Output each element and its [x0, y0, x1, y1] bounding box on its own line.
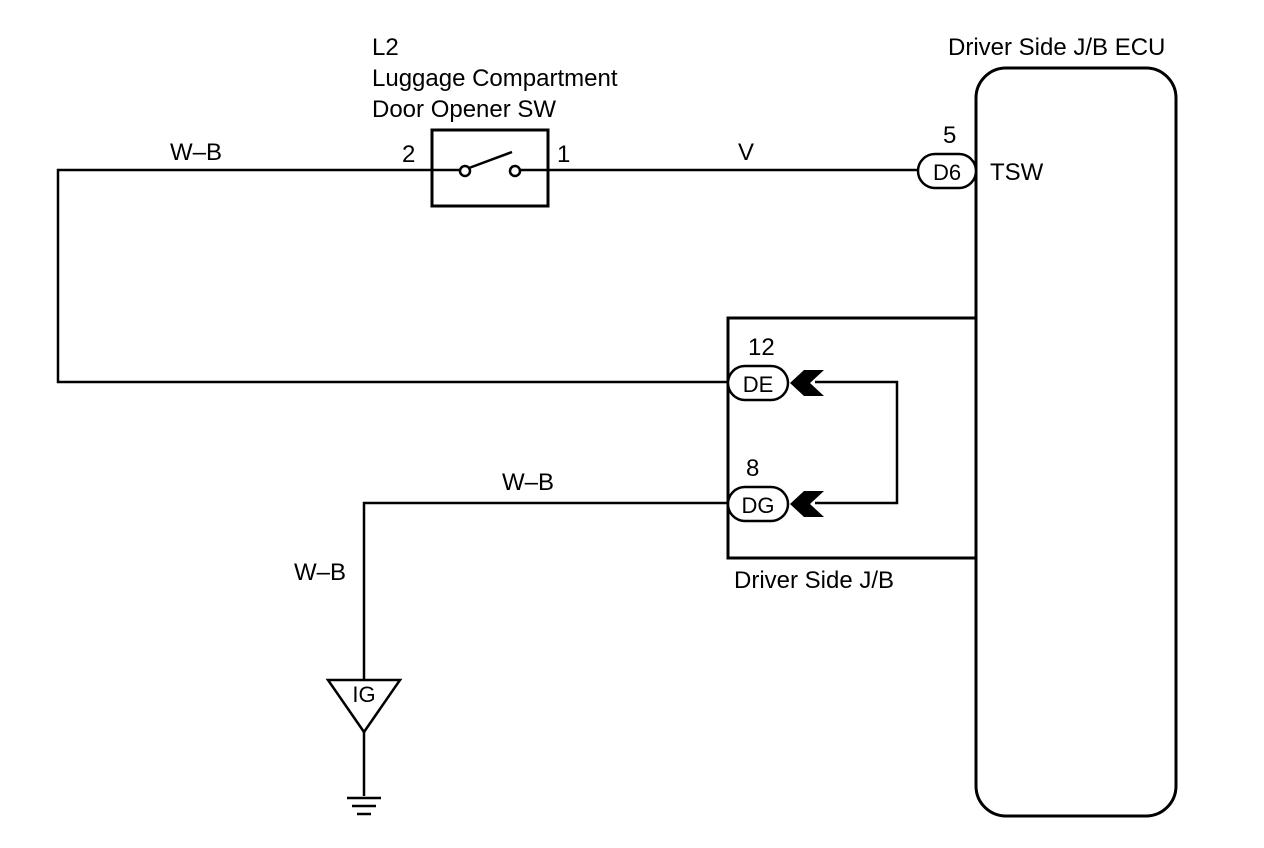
connector-de-pin: 12 [748, 334, 775, 361]
connector-de-arrow-icon [790, 370, 824, 396]
switch-name-line2: Door Opener SW [372, 96, 556, 123]
wire-label-ground-vertical: W–B [294, 559, 346, 586]
ecu-pin-number: 5 [943, 122, 956, 149]
switch-name-line1: Luggage Compartment [372, 65, 618, 92]
switch-box [430, 128, 550, 208]
ground-point-icon [325, 678, 403, 735]
wire-label-top-left: W–B [170, 139, 222, 166]
ground-point-label: IG [352, 682, 375, 707]
wire-label-top-right: V [738, 139, 754, 166]
ecu-title: Driver Side J/B ECU [948, 34, 1165, 61]
connector-d6 [916, 152, 978, 190]
connector-dg-arrow-icon [790, 491, 824, 517]
connector-de-label: DE [743, 372, 774, 397]
switch-ref: L2 [372, 34, 399, 61]
connector-dg [726, 485, 790, 523]
wire-ground [362, 501, 728, 680]
connector-d6-label: D6 [933, 160, 961, 185]
junction-block-title: Driver Side J/B [734, 567, 894, 594]
wire-w-b-loop [56, 168, 728, 384]
junction-block-box [726, 316, 976, 560]
ecu-terminal: TSW [990, 159, 1044, 186]
connector-dg-label: DG [742, 493, 775, 518]
switch-contact-icon [432, 150, 548, 178]
ground-symbol-icon [347, 796, 381, 816]
connector-de [726, 364, 790, 402]
wire-label-ground-horizontal: W–B [502, 469, 554, 496]
switch-pin-right: 1 [557, 141, 570, 168]
ecu-box [974, 66, 1178, 818]
wire-jumper [815, 380, 899, 505]
connector-dg-pin: 8 [746, 455, 759, 482]
switch-pin-left: 2 [402, 141, 415, 168]
